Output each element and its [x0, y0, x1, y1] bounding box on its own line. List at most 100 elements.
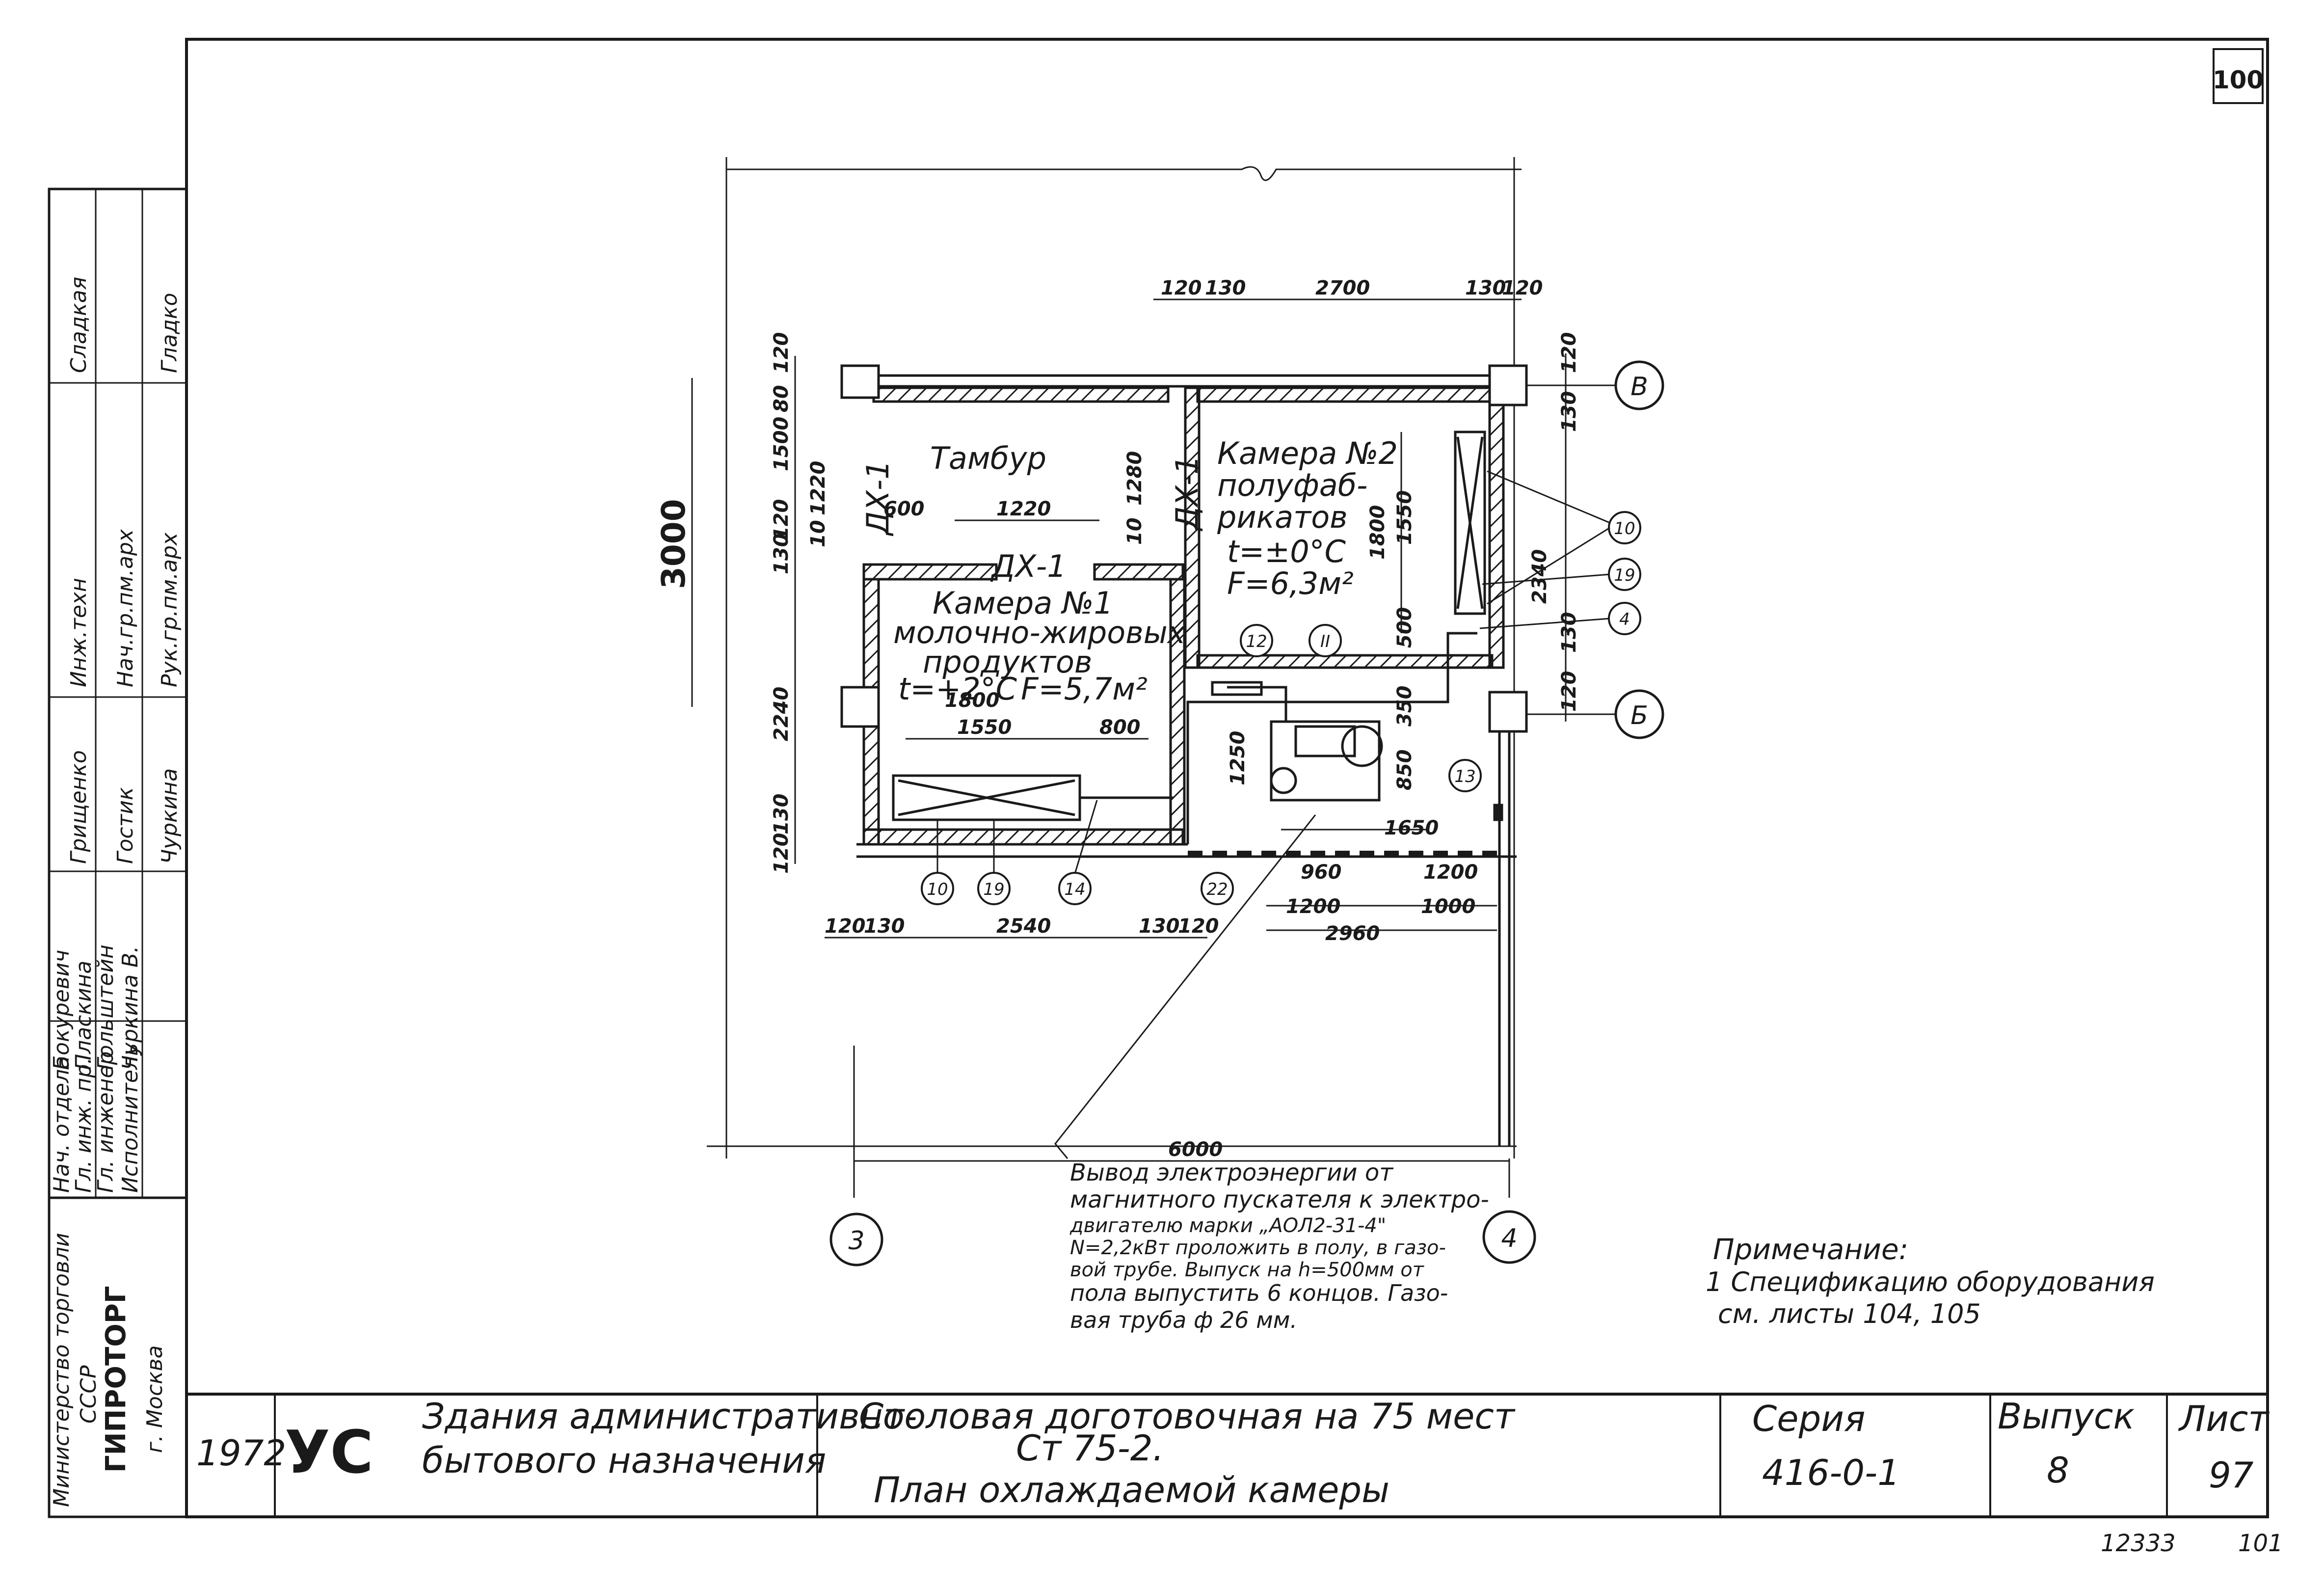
dim-left: 120: [770, 332, 793, 374]
series-label: Серия: [1752, 1398, 1865, 1439]
callout-num: 10: [1614, 519, 1635, 539]
dim-chamber2: 130: [1558, 612, 1580, 653]
stamp-column: Нач. отдела Гл. инж. пр. Гл. инженер Исп…: [49, 277, 182, 1193]
dim-inner: 10: [1123, 517, 1146, 545]
door-label-dh1: ДХ-1: [990, 548, 1067, 584]
callout-num: 22: [1206, 880, 1228, 899]
dim-machine: 850: [1393, 750, 1416, 791]
dimension-lines: [691, 298, 1567, 1162]
dim-left: 2240: [770, 687, 793, 741]
org-city: г. Москва: [142, 1345, 167, 1453]
plan-extents: [707, 157, 1522, 1198]
equipment: [892, 431, 1503, 821]
callout-num: 19: [1614, 566, 1635, 585]
electrical-note: Вывод электроэнергии от магнитного пуска…: [1069, 1159, 1489, 1333]
note-leader: [1054, 814, 1316, 1159]
axis-bubble-4: 4: [1482, 1210, 1536, 1264]
project-name: Столовая доготовочная на 75 мест: [859, 1396, 1516, 1437]
room-chamber1-line1: Камера №1: [933, 585, 1113, 621]
dim-bottom-right: 1200: [1286, 895, 1340, 918]
issue-label: Выпуск: [1998, 1396, 2135, 1437]
stamp-role: Исполнитель: [118, 1043, 143, 1193]
stamp-role: Гл. инженер: [93, 1051, 118, 1193]
building-type-line: Здания административно-: [422, 1396, 917, 1437]
stamp-role: Нач. отдела: [49, 1056, 74, 1193]
callout-num: 14: [1064, 880, 1085, 899]
dim-top: 130: [1465, 277, 1506, 299]
note-line: 1 Спецификацию оборудования: [1706, 1266, 2155, 1297]
axis-bubble-b: Б: [1614, 689, 1664, 739]
sheet-corner-number: 100: [2213, 66, 2264, 94]
title-logo: УС: [285, 1419, 374, 1487]
note-line: см. листы 104, 105: [1718, 1298, 1981, 1329]
callouts: [921, 511, 1641, 905]
dim-chamber2: 2340: [1528, 549, 1551, 604]
dim-bottom-left: 130: [864, 915, 905, 938]
electrical-note-line: двигателю марки „АОЛ2-31-4": [1069, 1214, 1386, 1237]
electrical-note-line: Вывод электроэнергии от: [1070, 1159, 1394, 1186]
callout-numbers: 10 19 4 12 II 13 10 19 14 22: [927, 519, 1635, 899]
axis-label-b: Б: [1630, 701, 1648, 730]
dim-bottom-right: 960: [1301, 861, 1342, 884]
dim-left-overall: 3000: [655, 499, 693, 589]
org-country: СССР: [76, 1365, 101, 1424]
dimensions-inner: 600 1220 1280 10 1800 1550 800: [883, 451, 1146, 739]
stamp-upper: Чуркина: [157, 768, 182, 864]
callout-13: [1448, 759, 1482, 792]
dim-left: 130: [770, 794, 793, 835]
dim-bottom-left: 2540: [996, 915, 1051, 938]
dim-inner: 1280: [1123, 451, 1146, 506]
callout-22: [1201, 872, 1234, 905]
dim-left: 120: [770, 833, 793, 874]
room-chamber2-line4: t=±0°C: [1227, 534, 1346, 569]
dim-bottom-right: 1000: [1421, 895, 1475, 918]
dim-left: 10: [807, 520, 829, 547]
sheet-title: План охлаждаемой камеры: [874, 1469, 1389, 1510]
dim-top: 2700: [1315, 277, 1370, 299]
room-chamber2-line3: рикатов: [1217, 499, 1348, 535]
columns: [840, 364, 1528, 733]
room-chamber1-line2: молочно-жировых: [893, 615, 1186, 650]
title-block: 1972 УС Здания административно- бытового…: [196, 1396, 2270, 1510]
stamp-name: Пласкина: [71, 961, 96, 1070]
org-ministry: Министерство торговли: [49, 1233, 74, 1507]
stamp-upper: Рук.гр.пм.арх: [157, 532, 182, 687]
dimensions-left-chain: 120 80 1500 1220 120 10 130 2240 130 120: [770, 332, 829, 874]
callout-num: 19: [983, 880, 1004, 899]
axis-label-3: 3: [848, 1226, 864, 1256]
axis-label-v: В: [1630, 372, 1648, 402]
callout-num: 13: [1454, 767, 1475, 786]
project-code: Ст 75-2.: [1016, 1427, 1164, 1469]
axis-bubble-v: В: [1614, 360, 1664, 410]
dim-top: 120: [1161, 277, 1202, 299]
dim-right: 120: [1558, 332, 1580, 374]
stamp-upper: Нач.гр.пм.арх: [113, 529, 138, 687]
stamp-upper: Грищенко: [66, 750, 91, 864]
room-chamber2-line5: F=6,3м²: [1227, 566, 1354, 601]
dim-left: 130: [770, 534, 793, 575]
door-label-dh1: ДХ-1: [1169, 455, 1205, 532]
room-chamber2-line2: полуфаб-: [1217, 467, 1367, 503]
door-labels: ДХ-1 ДХ-1 ДХ-1: [860, 455, 1205, 584]
stamp-name: Чуркина В.: [118, 946, 143, 1070]
electrical-note-line: магнитного пускателя к электро-: [1070, 1186, 1489, 1213]
dim-top: 130: [1205, 277, 1246, 299]
dim-bottom-left: 130: [1139, 915, 1180, 938]
dim-chamber2: 500: [1393, 607, 1416, 648]
dimensions-bottom-right: 960 1200 1200 1000 2960: [1286, 861, 1478, 945]
footer-page: 101: [2238, 1530, 2283, 1557]
axis-markers: В Б 3 4: [829, 360, 1664, 1266]
room-chamber1-line5: F=5,7м²: [1021, 671, 1148, 707]
footer: 12333 101: [2101, 1530, 2283, 1557]
dim-machine: 350: [1393, 686, 1416, 727]
footer-inventory: 12333: [2101, 1530, 2176, 1557]
dim-chamber2: 1550: [1393, 490, 1416, 545]
dim-bottom-left: 120: [1178, 915, 1219, 938]
axis-bubble-3: 3: [829, 1212, 883, 1266]
organization: Министерство торговли СССР ГИПРОТОРГ г. …: [49, 1233, 167, 1507]
room-labels: Тамбур Камера №2 полуфаб- рикатов t=±0°C…: [893, 435, 1398, 707]
dimensions-chamber2: 1800 1550 500 2340 130: [1366, 490, 1580, 653]
stamp-upper: Инж.техн: [66, 578, 91, 687]
dim-overall-bottom: 6000: [1168, 1138, 1223, 1161]
dim-bottom-right: 1200: [1423, 861, 1478, 884]
